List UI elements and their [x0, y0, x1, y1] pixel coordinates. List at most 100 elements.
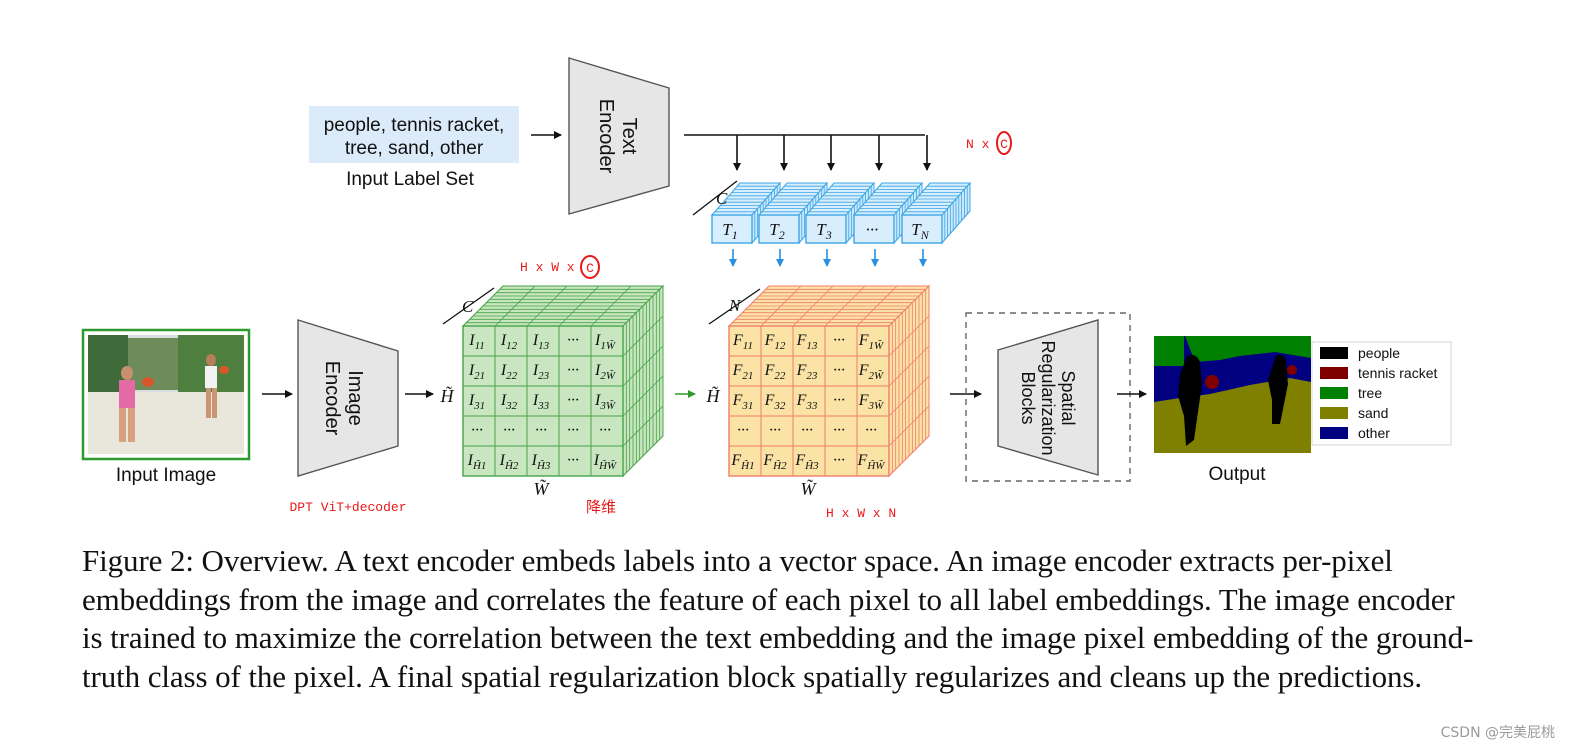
spatial-block-label-1: Spatial [1058, 370, 1078, 425]
legend-swatch-sand [1320, 407, 1348, 419]
photo-racket-1 [142, 377, 154, 387]
text-embedding-depth-indicator: C [692, 180, 738, 216]
text-embedding-3: T3 [804, 181, 876, 245]
pixel-depth-indicator: N [708, 288, 761, 325]
image-embedding-cell: ··· [567, 422, 579, 439]
image-embedding-cell: I1W̃ [594, 332, 616, 352]
pixel-depth-label: N [728, 296, 742, 315]
image-embedding-cell: I32 [500, 392, 518, 412]
pixel-score-cell: FH̃2 [762, 452, 787, 472]
image-embedding-side-grid [622, 345, 664, 387]
pixel-score-cell: ··· [737, 422, 749, 439]
image-embedding-cell: IH̃1 [467, 452, 487, 472]
image-encoder: Image Encoder DPT ViT+decoder [289, 319, 407, 515]
pixel-score-top-grid [760, 285, 802, 327]
image-embedding-top-grid [526, 285, 568, 327]
legend-swatch-other [1320, 427, 1348, 439]
pixel-height-label: H̃ [706, 386, 721, 406]
image-encoder-shape [297, 319, 399, 477]
pixel-score-cell: ··· [833, 452, 845, 469]
image-depth-indicator: C [442, 287, 495, 325]
pixel-score-cell: ··· [833, 422, 845, 439]
text-encoder-label-1: Text [618, 118, 640, 155]
image-embedding-cell: ··· [567, 392, 579, 409]
text-embedding-5: TN [900, 181, 972, 245]
text-embedding-label-3: T3 [816, 220, 831, 242]
text-encoder-label-2: Encoder [595, 99, 617, 174]
image-embedding-cell: IH̃W̃ [593, 452, 617, 472]
text-dim-prefix: N x [966, 137, 997, 152]
text-embedding-drop-arrows [733, 135, 931, 171]
image-encoder-label-2: Encoder [321, 361, 343, 436]
pixel-score-cell: F13 [796, 332, 818, 352]
text-encoder: Text Encoder [568, 57, 670, 215]
image-embedding-side-grid [622, 375, 664, 417]
pixel-score-cell: F2W̃ [858, 362, 884, 382]
photo-player-1-leg [119, 408, 126, 442]
pixel-score-side-grid [888, 375, 930, 417]
legend-label-tree: tree [1358, 385, 1382, 401]
image-embedding-top-grid [494, 285, 536, 327]
photo-player-2-leg [206, 388, 211, 418]
seg-racket-2 [1287, 365, 1297, 375]
pixel-score-cell: F21 [732, 362, 754, 382]
pixel-score-cell: ··· [801, 422, 813, 439]
pixel-score-cell: ··· [865, 422, 877, 439]
image-dim-annotation: H x W x C [520, 255, 600, 279]
pixel-score-cell: F23 [796, 362, 818, 382]
image-embedding-cell: I21 [468, 362, 485, 382]
pixel-score-cell: F22 [764, 362, 786, 382]
text-depth-line [692, 180, 738, 216]
pixel-score-side-grid [888, 315, 930, 357]
image-embedding-cell: I11 [468, 332, 485, 352]
input-image-caption: Input Image [116, 465, 216, 486]
text-embedding-label-1: T1 [722, 220, 737, 242]
pixel-depth-line [708, 288, 761, 325]
seg-tree-left [1154, 336, 1184, 366]
image-embedding-cell: IH̃2 [499, 452, 519, 472]
seg-racket-1 [1205, 375, 1219, 389]
pixel-score-cell: F12 [764, 332, 786, 352]
image-embedding-cell: I2W̃ [594, 362, 616, 382]
image-embedding-cell: ··· [567, 362, 579, 379]
image-embedding-cell: I13 [532, 332, 550, 352]
photo-player-2-leg-2 [212, 388, 217, 418]
photo-player-1-body [119, 380, 135, 408]
photo-player-2-head [206, 354, 216, 366]
image-embedding-cell: ··· [567, 332, 579, 349]
reduce-note: 降维 [586, 498, 616, 516]
legend-label-sand: sand [1358, 405, 1388, 421]
image-embedding-cell: ··· [567, 452, 579, 469]
spatial-block-label-2: Regularization [1038, 340, 1058, 455]
image-depth-line [442, 287, 495, 325]
pixel-score-top-grid [856, 285, 898, 327]
cube-front-face [853, 214, 895, 244]
watermark: CSDN @完美屁桃 [1440, 725, 1555, 741]
pixel-width-label: W̃ [801, 479, 818, 499]
text-dim-circle [996, 131, 1012, 155]
text-dim-annotation: N x C [966, 131, 1012, 155]
image-dim-circle [580, 255, 600, 279]
photo-player-2-body [205, 366, 217, 388]
photo-player-1-leg-2 [128, 408, 135, 442]
image-embedding-cell: ··· [471, 422, 483, 439]
label-set-line-1: people, tennis racket, [324, 115, 505, 136]
legend-label-people: people [1358, 345, 1400, 361]
image-embedding-cell: I3W̃ [594, 392, 616, 412]
cube-front-face [711, 214, 753, 244]
cube-front-face [901, 214, 943, 244]
image-embedding-cell: I22 [500, 362, 518, 382]
input-label-set: people, tennis racket, tree, sand, other… [309, 106, 519, 190]
figure-caption: Figure 2: Overview. A text encoder embed… [82, 543, 1474, 694]
seg-person-1 [1178, 354, 1202, 446]
text-encoder-shape [568, 57, 670, 215]
pixel-score-cell: ··· [833, 332, 845, 349]
pixel-score-top-grid [824, 285, 866, 327]
image-dim-prefix: H x W x [520, 260, 575, 275]
encoder-note: DPT ViT+decoder [289, 500, 406, 515]
image-embedding-cell: I23 [532, 362, 550, 382]
cube-front-face [805, 214, 847, 244]
image-embedding-front-face [462, 325, 624, 477]
